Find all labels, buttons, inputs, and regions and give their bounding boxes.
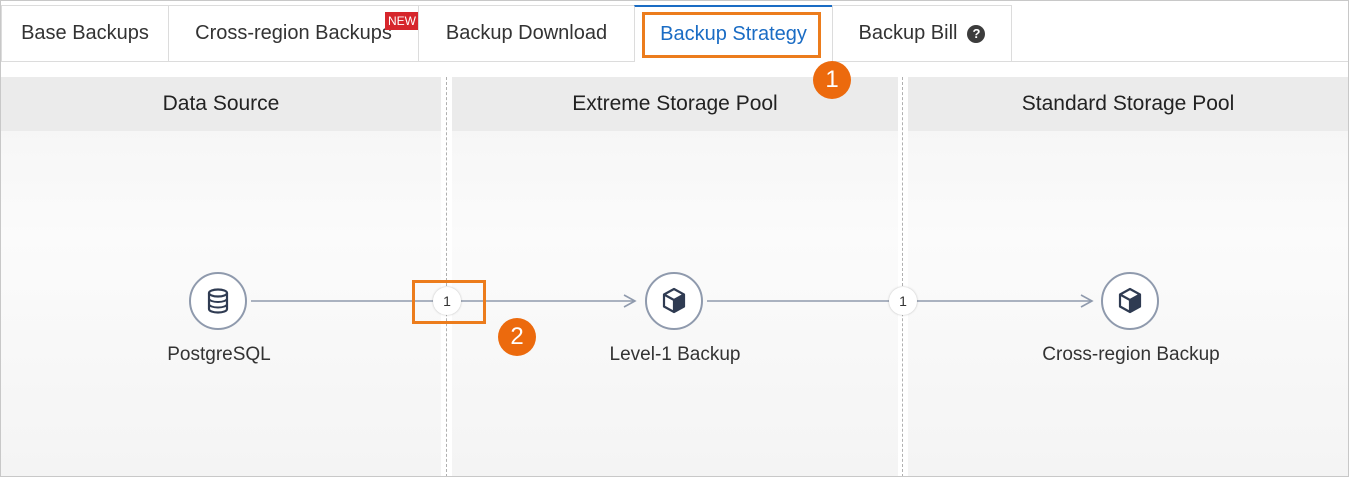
cube-icon (1118, 287, 1142, 314)
column-header: Data Source (1, 77, 441, 131)
level1-backup-node[interactable] (645, 272, 703, 330)
column-header: Standard Storage Pool (908, 77, 1348, 131)
callout-marker: 2 (498, 318, 536, 356)
tab-backup-download[interactable]: Backup Download (418, 5, 635, 61)
link-count-badge[interactable]: 1 (889, 287, 917, 315)
level1-backup-label: Level-1 Backup (609, 344, 741, 365)
link-count-badge[interactable]: 1 (433, 287, 461, 315)
postgresql-node[interactable] (189, 272, 247, 330)
help-icon[interactable]: ? (967, 24, 986, 43)
column-divider (902, 77, 903, 476)
tab-label: Base Backups (21, 22, 149, 44)
tab-base-backups[interactable]: Base Backups (1, 5, 169, 61)
new-badge: NEW (385, 12, 419, 30)
tab-label: Backup Strategy (660, 23, 807, 45)
tab-bar: Base Backups Cross-region Backups NEW Ba… (1, 1, 1348, 62)
column-data-source: Data Source (1, 77, 441, 476)
database-icon (207, 288, 229, 314)
callout-marker: 1 (813, 61, 851, 99)
tab-backup-bill[interactable]: Backup Bill ? (832, 5, 1012, 61)
cross-region-backup-label: Cross-region Backup (1042, 344, 1220, 365)
cross-region-backup-node[interactable] (1101, 272, 1159, 330)
tab-label: Cross-region Backups (195, 22, 392, 44)
tab-label: Backup Download (445, 22, 608, 44)
tab-label: Backup Bill (858, 22, 958, 44)
postgresql-label: PostgreSQL (167, 344, 271, 365)
cube-icon (662, 287, 686, 314)
column-divider (446, 77, 447, 476)
